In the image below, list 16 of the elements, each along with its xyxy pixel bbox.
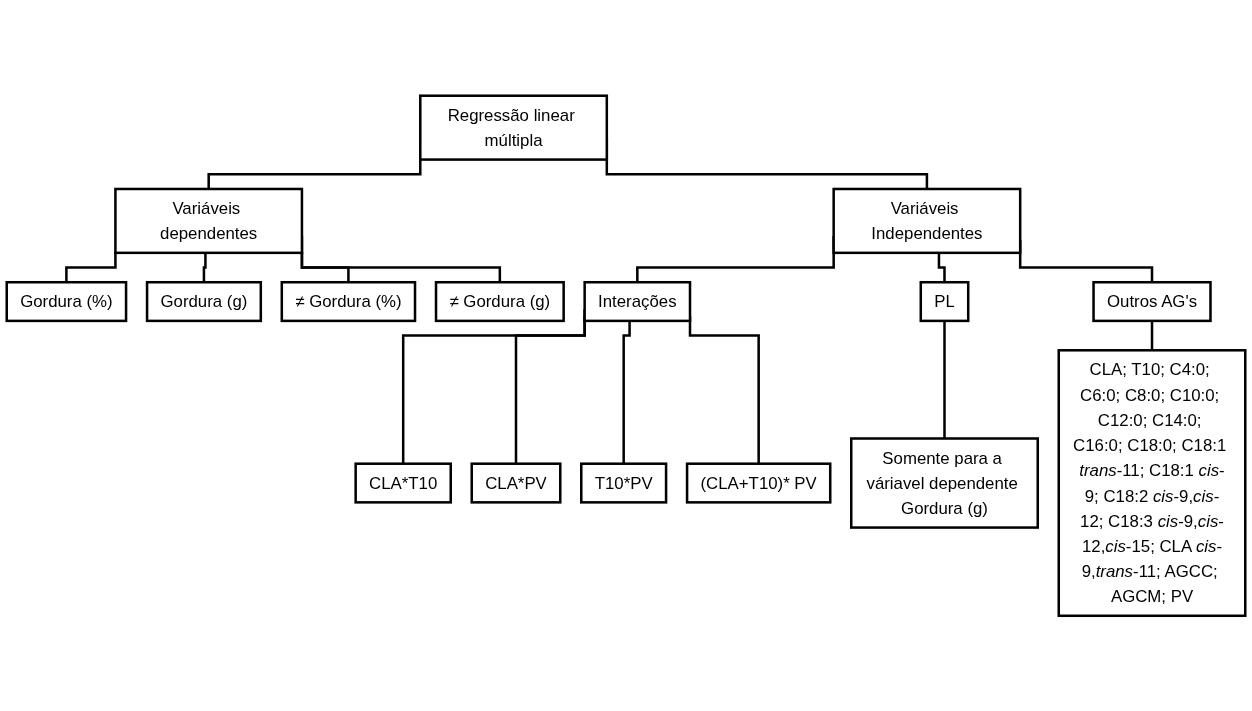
node-box: Regressão linear múltipla bbox=[419, 94, 609, 161]
node-box: T10*PV bbox=[580, 462, 668, 504]
node-box: Variáveis Independentes bbox=[832, 187, 1022, 254]
node-box: CLA; T10; C4:0; C6:0; C8:0; C10:0; C12:0; C14:0; C16:0; C18:0; C18:1 trans-11; C18:1 cis-9; C18:2 cis-9,cis-12; C18:3 cis-9,cis-12,cis-15; CLA cis-9,trans-11; AGCC; AGCM; PV bbox=[1057, 348, 1247, 617]
node-box: Outros AG's bbox=[1092, 280, 1212, 322]
node-box: ≠ Gordura (%) bbox=[280, 280, 417, 322]
node-box: Interações bbox=[583, 280, 692, 322]
node-box: (CLA+T10)* PV bbox=[685, 462, 832, 504]
node-box: ≠ Gordura (g) bbox=[434, 280, 565, 322]
node-box: PL bbox=[919, 280, 970, 322]
node-box: CLA*T10 bbox=[354, 462, 452, 504]
node-box: Gordura (%) bbox=[5, 280, 128, 322]
node-box: CLA*PV bbox=[470, 462, 562, 504]
node-box: Variáveis dependentes bbox=[114, 187, 304, 254]
node-box: Somente para a váriavel dependente Gordura (g) bbox=[850, 437, 1039, 529]
node-box: Gordura (g) bbox=[145, 280, 263, 322]
